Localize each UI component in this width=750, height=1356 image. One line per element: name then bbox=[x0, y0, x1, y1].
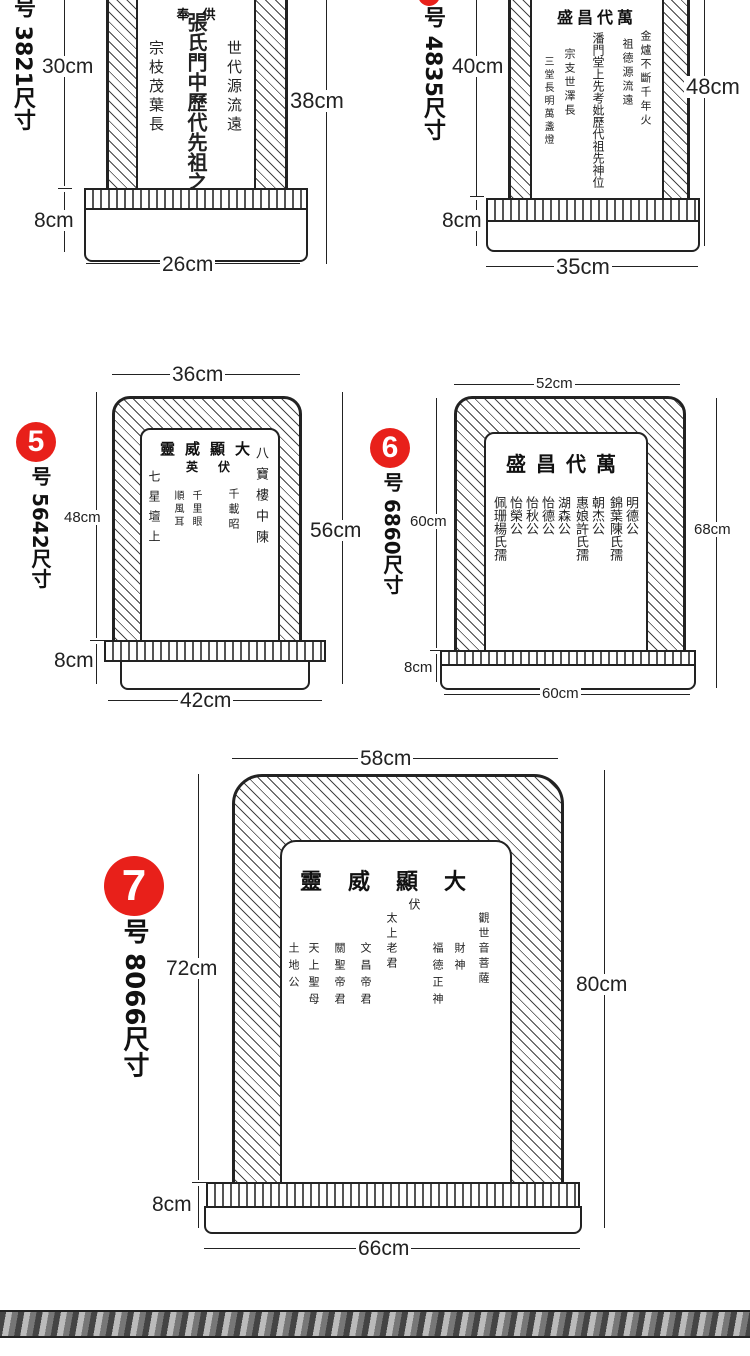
dim-base-height: 8cm bbox=[32, 209, 76, 232]
tablet-3-panel: 奉 供 世代源流遠 張氏門中歷代先祖之位 宗枝茂葉長 bbox=[136, 0, 256, 190]
dim-base-height: 8cm bbox=[402, 659, 435, 676]
tablet-7-stand bbox=[204, 1206, 582, 1234]
dim-line bbox=[476, 0, 477, 196]
tablet-5-col: 千載昭 bbox=[227, 488, 240, 533]
tablet-3-col: 張氏門中歷代先祖之位 bbox=[184, 12, 208, 190]
tablet-6-col: 怡德公 bbox=[539, 496, 554, 535]
tablet-7-col: 伏 bbox=[407, 898, 421, 910]
tablet-5-stand bbox=[120, 660, 310, 690]
dim-inner-height: 30cm bbox=[40, 55, 96, 78]
tablet-5-col: 八寶樓中陳 bbox=[253, 446, 268, 551]
tablet-7-col: 關聖帝君 bbox=[333, 942, 346, 1010]
dim-width: 60cm bbox=[540, 685, 581, 702]
size-6-badge: 6 bbox=[370, 428, 410, 468]
dim-width: 66cm bbox=[356, 1237, 412, 1260]
tablet-7-col: 土地公 bbox=[287, 942, 300, 993]
dim-tick bbox=[192, 1182, 206, 1183]
tablet-6-col: 朝杰公 bbox=[589, 496, 604, 535]
dim-base-height: 8cm bbox=[440, 209, 484, 232]
size-6-label: 号 6860尺寸 bbox=[380, 472, 404, 595]
tablet-5-base bbox=[104, 640, 326, 662]
tablet-5-col: 順風耳 bbox=[172, 490, 183, 529]
dim-top-width: 52cm bbox=[534, 375, 575, 392]
size-5-badge: 5 bbox=[16, 422, 56, 462]
dim-outer-height: 80cm bbox=[574, 973, 630, 996]
dim-inner-height: 72cm bbox=[164, 957, 220, 980]
tablet-6-panel: 盛昌代萬 明德公 錦葉陳氏孺 朝杰公 惠娘許氏孺 湖森公 怡德公 怡秋公 怡榮公… bbox=[484, 432, 648, 656]
dim-tick bbox=[90, 640, 104, 641]
tablet-4-title: 盛昌代萬 bbox=[556, 8, 637, 27]
dim-width: 26cm bbox=[160, 253, 216, 276]
tablet-6-col: 佩珊楊氏孺 bbox=[491, 496, 506, 561]
dim-width: 42cm bbox=[178, 689, 234, 712]
dim-line bbox=[604, 770, 605, 1228]
decorative-rope-border bbox=[0, 1310, 750, 1338]
tablet-7-panel: 靈威顯大 伏 觀世音菩薩 財神 福德正神 太上老君 文昌帝君 關聖帝君 天上聖母… bbox=[280, 840, 512, 1184]
dim-tick bbox=[470, 196, 484, 197]
tablet-7-col: 文昌帝君 bbox=[359, 942, 372, 1010]
dim-line bbox=[436, 654, 437, 682]
tablet-4-col: 三堂長明萬盞燈 bbox=[542, 56, 553, 147]
tablet-3-col: 宗枝茂葉長 bbox=[147, 40, 165, 135]
tablet-7-col: 太上老君 bbox=[385, 912, 398, 972]
tablet-3-base bbox=[84, 188, 308, 210]
dim-inner-height: 40cm bbox=[450, 55, 506, 78]
tablet-5-sub: 英 伏 bbox=[185, 460, 234, 474]
size-7-label: 号 8066尺寸 bbox=[119, 918, 149, 1078]
tablet-7-col: 福德正神 bbox=[431, 942, 444, 1010]
size-3-label: 号 3821尺寸 bbox=[10, 0, 35, 131]
tablet-5-panel: 靈威顯大 英 伏 八寶樓中陳 千載昭 七星壇上 順風耳 千里眼 bbox=[140, 428, 280, 642]
size-5-label: 号 5642尺寸 bbox=[28, 466, 52, 589]
tablet-3-col: 世代源流遠 bbox=[225, 40, 243, 135]
tablet-7-base bbox=[206, 1182, 580, 1208]
dim-width: 35cm bbox=[554, 254, 612, 279]
tablet-4-col: 金爐不斷千年火 bbox=[639, 30, 652, 128]
tablet-7-col: 觀世音菩薩 bbox=[477, 912, 490, 987]
dim-inner-height: 60cm bbox=[408, 513, 449, 530]
tablet-4-panel: 盛昌代萬 金爐不斷千年火 祖德源流遠 潘門堂上先考妣歷代祖先神位 宗支世澤長 三… bbox=[530, 0, 664, 200]
dim-tick bbox=[430, 650, 444, 651]
dim-line bbox=[198, 1186, 199, 1228]
tablet-7-title: 靈威顯大 bbox=[299, 869, 492, 895]
dim-line bbox=[96, 644, 97, 684]
dim-inner-height: 48cm bbox=[62, 509, 103, 526]
tablet-4-col: 祖德源流遠 bbox=[621, 38, 634, 108]
tablet-6-stand bbox=[440, 664, 696, 690]
tablet-3-top: 奉 供 bbox=[176, 8, 216, 23]
tablet-6-col: 明德公 bbox=[623, 496, 638, 535]
tablet-6-col: 怡榮公 bbox=[507, 496, 522, 535]
tablet-4-col: 潘門堂上先考妣歷代祖先神位 bbox=[591, 32, 605, 188]
dim-base-height: 8cm bbox=[52, 649, 96, 672]
dim-line bbox=[716, 398, 717, 688]
tablet-5-col: 千里眼 bbox=[190, 490, 201, 529]
dim-outer-height: 38cm bbox=[288, 88, 346, 113]
size-4-badge bbox=[418, 0, 440, 6]
tablet-7-col: 財神 bbox=[453, 942, 466, 976]
tablet-6-col: 怡秋公 bbox=[523, 496, 538, 535]
dim-line bbox=[326, 0, 327, 264]
tablet-4-col: 宗支世澤長 bbox=[563, 48, 576, 118]
dim-tick bbox=[58, 188, 72, 189]
tablet-6-col: 錦葉陳氏孺 bbox=[607, 496, 622, 561]
size-7-badge: 7 bbox=[104, 856, 164, 916]
tablet-4-base bbox=[486, 198, 700, 222]
dim-top-width: 36cm bbox=[170, 363, 226, 386]
dim-outer-height: 56cm bbox=[308, 519, 364, 542]
tablet-4-stand bbox=[486, 220, 700, 252]
dim-line bbox=[704, 0, 705, 246]
tablet-3-stand bbox=[84, 208, 308, 262]
tablet-6-col: 湖森公 bbox=[555, 496, 570, 535]
tablet-6-title: 盛昌代萬 bbox=[506, 452, 626, 476]
tablet-5-col: 七星壇上 bbox=[147, 470, 161, 550]
tablet-7-col: 天上聖母 bbox=[307, 942, 320, 1010]
tablet-5-title: 靈威顯大 bbox=[159, 440, 260, 458]
size-4-label: 号 4835尺寸 bbox=[420, 6, 445, 141]
dim-outer-height: 68cm bbox=[692, 521, 733, 538]
dim-base-height: 8cm bbox=[150, 1193, 194, 1216]
tablet-6-col: 惠娘許氏孺 bbox=[573, 496, 588, 561]
dim-outer-height: 48cm bbox=[684, 74, 742, 99]
dim-line bbox=[64, 0, 65, 186]
dim-top-width: 58cm bbox=[358, 747, 414, 770]
